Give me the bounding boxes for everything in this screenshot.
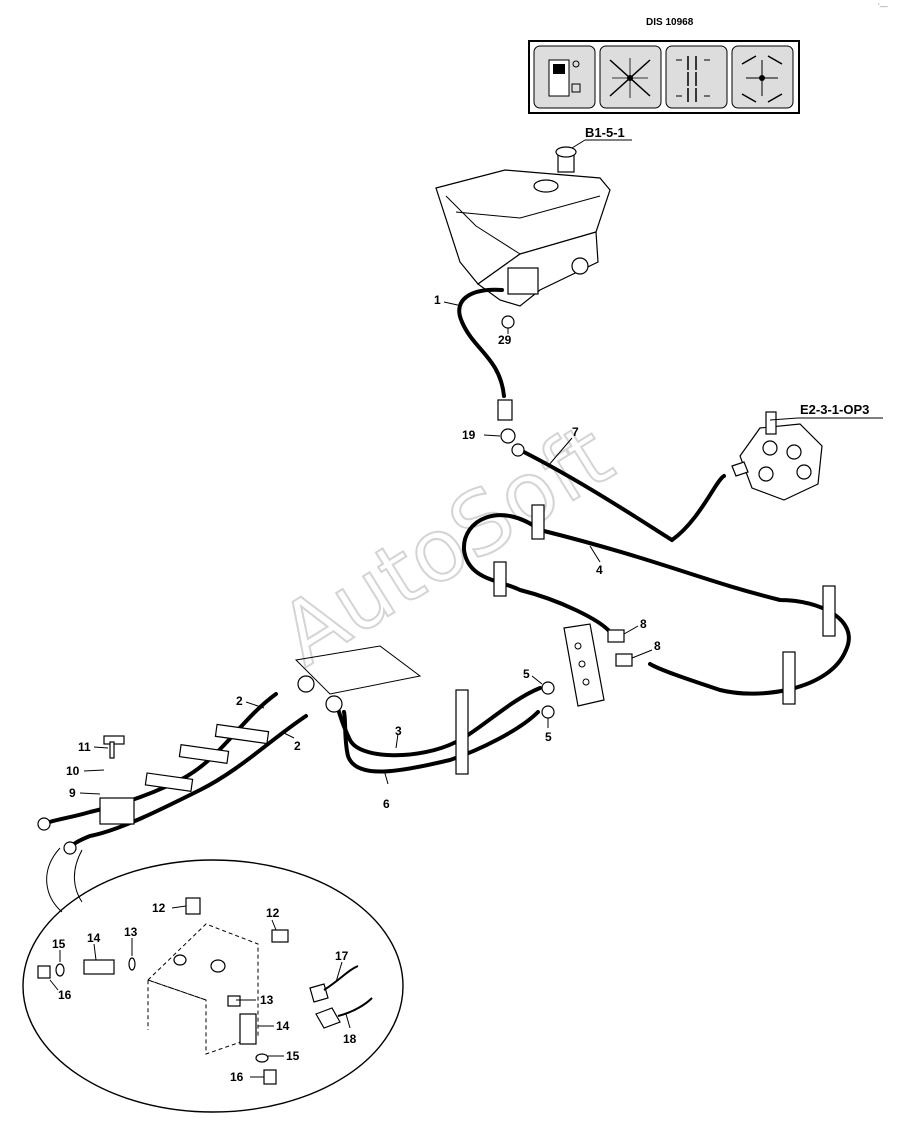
callout-19: 19 bbox=[462, 428, 476, 442]
detail-cap-18 bbox=[315, 1007, 341, 1029]
hose-clamps bbox=[99, 504, 836, 825]
mounting-plate bbox=[294, 645, 422, 695]
controls-panel-icon[interactable] bbox=[533, 45, 596, 109]
hose-2a bbox=[42, 692, 278, 826]
hose-6 bbox=[342, 710, 540, 774]
detail-cap-17 bbox=[309, 983, 329, 1003]
detail-fitting-12-right bbox=[271, 929, 289, 943]
bolt-11 bbox=[109, 741, 115, 759]
callout-9: 9 bbox=[69, 786, 76, 800]
callout-7: 7 bbox=[572, 425, 579, 439]
hose-7 bbox=[514, 446, 726, 543]
detail-callout-17: 17 bbox=[335, 949, 349, 963]
callout-11: 11 bbox=[78, 740, 91, 754]
fitting-19 bbox=[500, 428, 516, 444]
parallel-levers-icon[interactable] bbox=[665, 45, 728, 109]
hose-4-loop bbox=[461, 513, 612, 634]
valve-reference: E2-3-1-OP3 bbox=[800, 402, 869, 417]
detail-callout-14-left: 14 bbox=[87, 931, 101, 945]
callout-1: 1 bbox=[434, 293, 441, 307]
callout-2-left: 2 bbox=[236, 694, 243, 708]
detail-callout-13-bottom: 13 bbox=[260, 993, 274, 1007]
control-valve bbox=[731, 411, 823, 501]
hose-1 bbox=[457, 287, 506, 398]
detail-callouts: 12 12 13 13 14 14 15 15 16 16 17 18 bbox=[49, 901, 357, 1084]
callout-4: 4 bbox=[596, 563, 603, 577]
detail-callout-18: 18 bbox=[343, 1032, 357, 1046]
detail-fitting-14-left bbox=[83, 959, 115, 975]
detail-callout-14-bottom: 14 bbox=[276, 1019, 290, 1033]
hose-2b bbox=[68, 714, 308, 850]
callout-29: 29 bbox=[498, 333, 512, 347]
control-pattern-icon-strip bbox=[528, 40, 800, 114]
fitting-29 bbox=[501, 315, 515, 329]
callout-6: 6 bbox=[383, 797, 390, 811]
callout-3: 3 bbox=[395, 724, 402, 738]
callout-8-upper: 8 bbox=[640, 617, 647, 631]
iso-pattern-icon[interactable] bbox=[731, 45, 794, 109]
detail-fitting-14-bottom bbox=[239, 1013, 257, 1045]
hose-4 bbox=[538, 528, 851, 696]
callout-5-upper: 5 bbox=[523, 667, 530, 681]
detail-callout-12-top: 12 bbox=[152, 901, 166, 915]
tank-reference: B1-5-1 bbox=[585, 125, 625, 140]
detail-callout-16-left: 16 bbox=[58, 988, 72, 1002]
detail-fitting-16-bottom bbox=[263, 1069, 277, 1085]
detail-callout-15-bottom: 15 bbox=[286, 1049, 300, 1063]
main-callouts: 1 29 19 7 4 8 8 5 5 2 2 3 6 11 10 9 bbox=[66, 293, 661, 811]
callout-10: 10 bbox=[66, 764, 80, 778]
hose-3 bbox=[334, 686, 542, 758]
callout-2-right: 2 bbox=[294, 739, 301, 753]
bulkhead-bracket bbox=[541, 623, 633, 719]
x-pattern-icon[interactable] bbox=[599, 45, 662, 109]
detail-fitting-16-left bbox=[37, 965, 51, 979]
detail-callout-16-bottom: 16 bbox=[230, 1070, 244, 1084]
fitting-hose-end bbox=[497, 399, 513, 421]
detail-view bbox=[22, 847, 404, 1113]
fitting-hose-7-end bbox=[511, 443, 525, 457]
detail-callout-13-top: 13 bbox=[124, 925, 138, 939]
corner-mark: ‘— bbox=[878, 2, 888, 11]
hydraulic-tank bbox=[435, 146, 611, 307]
callout-8-lower: 8 bbox=[654, 639, 661, 653]
document-number: DIS 10968 bbox=[646, 17, 694, 28]
detail-callout-15-left: 15 bbox=[52, 937, 66, 951]
detail-fitting-12-top bbox=[185, 897, 201, 915]
callout-5-lower: 5 bbox=[545, 730, 552, 744]
detail-callout-12-right: 12 bbox=[266, 906, 280, 920]
